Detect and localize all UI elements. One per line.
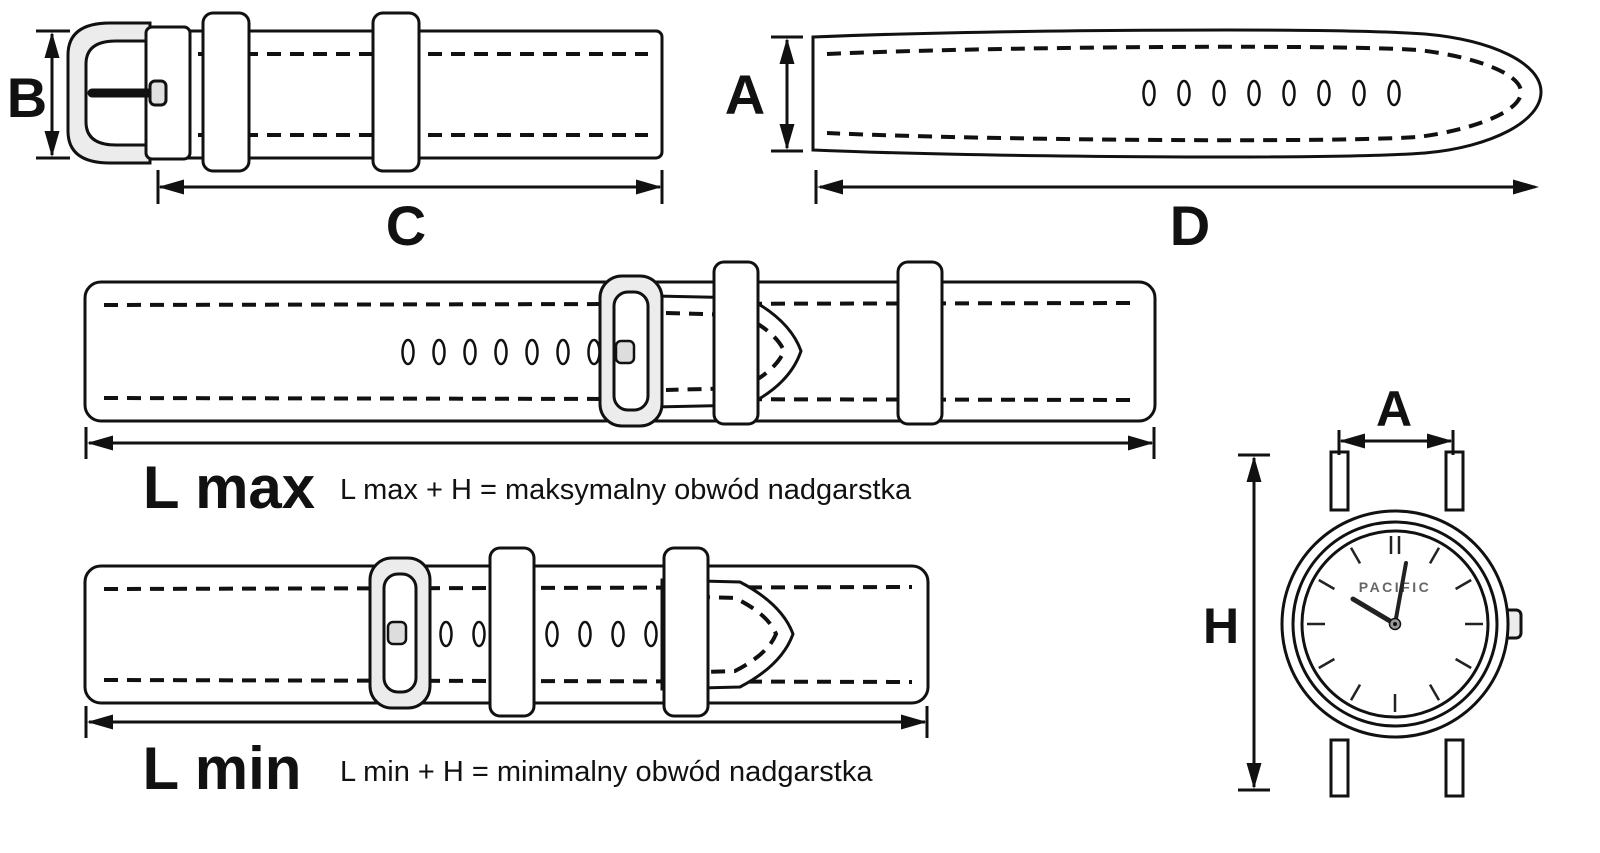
- dimension-c: C: [156, 170, 664, 257]
- dimension-lmax: [84, 427, 1156, 459]
- dim-label-a: A: [725, 63, 765, 126]
- watch-brand-label: PACIFIC: [1359, 579, 1431, 595]
- buckle-prong: [614, 339, 636, 365]
- strap-keeper: [712, 260, 760, 426]
- watch-lug: [1444, 450, 1465, 512]
- lmax-label: L max: [143, 454, 315, 521]
- strap-keeper: [896, 260, 944, 426]
- watch-diagram: PACIFIC A H: [1203, 381, 1523, 798]
- strap-keeper: [662, 546, 710, 718]
- watch-center-dot: [1393, 622, 1397, 626]
- watch-lug: [1444, 738, 1465, 798]
- dim-label-c: C: [386, 194, 426, 257]
- dim-label-b: B: [7, 66, 47, 129]
- buckle-prong: [386, 620, 408, 646]
- dim-label-d: D: [1170, 194, 1210, 257]
- dimension-watch-h: H: [1203, 453, 1270, 792]
- watch-minute-hand: [1393, 561, 1408, 626]
- dimension-a: A: [725, 35, 803, 153]
- lmax-formula: L max + H = maksymalny obwód nadgarstka: [340, 474, 912, 506]
- strap-keeper: [488, 546, 536, 718]
- strap-tip-stitching: [672, 594, 779, 675]
- dimension-d: D: [814, 170, 1539, 257]
- strap-holes: [439, 620, 658, 648]
- strap-keeper: [371, 11, 421, 173]
- strap-holes: [401, 338, 601, 366]
- hole-piece-diagram: A D: [725, 28, 1543, 257]
- buckle-piece-diagram: B C: [7, 11, 664, 257]
- watch-bezel: [1291, 520, 1499, 728]
- watch-lug: [1329, 450, 1350, 512]
- strap-keeper: [201, 11, 251, 173]
- dimension-watch-a: A: [1337, 381, 1455, 455]
- lmax-strap-diagram: L max L max + H = maksymalny obwód nadga…: [83, 260, 1157, 521]
- watch-dim-h-label: H: [1203, 598, 1239, 654]
- strap-band: [811, 28, 1543, 159]
- lmin-label: L min: [143, 735, 302, 802]
- stitching: [826, 44, 1524, 143]
- lmin-strap-diagram: L min L min + H = minimalny obwód nadgar…: [83, 546, 930, 802]
- buckle-prong-base: [148, 79, 168, 107]
- watch-dial-ring: [1300, 529, 1490, 719]
- dimension-lmin: [84, 706, 929, 738]
- watch-dim-a-label: A: [1376, 381, 1412, 437]
- lmin-formula: L min + H = minimalny obwód nadgarstka: [340, 756, 873, 788]
- strap-holes: [1142, 79, 1401, 107]
- watch-lug: [1329, 738, 1350, 798]
- watch-hour-hand: [1350, 596, 1398, 627]
- dimension-b: B: [7, 29, 70, 160]
- watch-hour-ticks: [1307, 536, 1483, 712]
